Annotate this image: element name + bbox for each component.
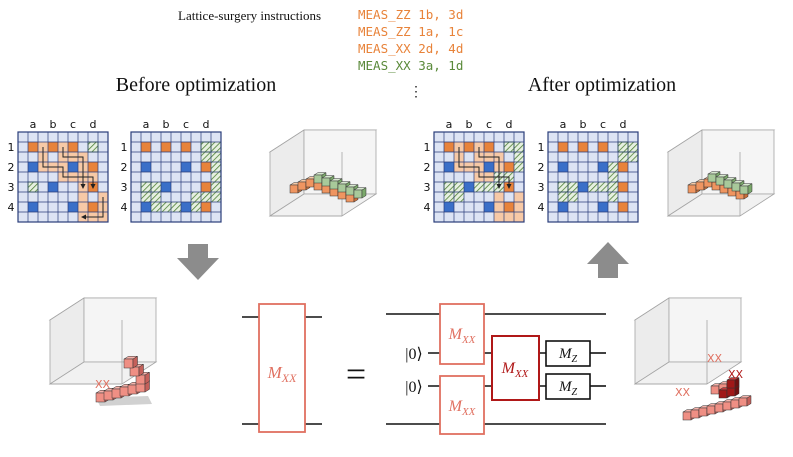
- 3d-box-before: [268, 129, 378, 217]
- down-arrow-icon: [177, 244, 219, 280]
- mz-measure-1: [545, 340, 591, 367]
- grid-row-label: 1: [8, 141, 15, 154]
- mz-label-2: MZ: [558, 379, 578, 398]
- instruction-line: MEAS_ZZ 1b, 3d: [358, 7, 463, 22]
- grid-row-label: 3: [121, 181, 128, 194]
- circuit-rhs: |0⟩ |0⟩ MXX MXX MXX MZ MZ: [386, 303, 606, 435]
- cube-label-xx: XX: [95, 378, 111, 391]
- grid-col-label: a: [30, 118, 37, 131]
- grid-row-label: 1: [424, 141, 431, 154]
- instruction-line: MEAS_XX 2d, 4d: [358, 41, 463, 56]
- grid-row-label: 2: [121, 161, 128, 174]
- grid-col-label: d: [90, 118, 97, 131]
- grid-col-label: a: [446, 118, 453, 131]
- before-title: Before optimization: [116, 74, 277, 96]
- grid-col-label: c: [183, 118, 189, 131]
- cube-label-xx: XX: [707, 352, 723, 365]
- equals-sign: =: [346, 354, 366, 394]
- grid-col-label: b: [163, 118, 170, 131]
- grid-col-label: a: [560, 118, 567, 131]
- mxx-label-middle: MXX: [501, 360, 530, 380]
- up-arrow-icon: [587, 242, 629, 278]
- grid-row-label: 3: [424, 181, 431, 194]
- instruction-line: MEAS_XX 3a, 1d: [358, 58, 463, 73]
- grid-col-label: d: [506, 118, 513, 131]
- ket-zero-2: |0⟩: [405, 379, 422, 396]
- instruction-list: MEAS_ZZ 1b, 3d MEAS_ZZ 1a, 1c MEAS_XX 2d, …: [358, 7, 463, 73]
- instructions-label: Lattice-surgery instructions: [178, 8, 321, 23]
- grid-row-label: 2: [538, 161, 545, 174]
- grid-col-label: d: [620, 118, 627, 131]
- grid-row-label: 4: [121, 201, 128, 214]
- mxx-label-bottom: MXX: [448, 398, 477, 418]
- ellipsis: ⋮: [409, 85, 423, 100]
- grid-row-label: 3: [8, 181, 15, 194]
- grid-row-label: 4: [8, 201, 15, 214]
- grid-col-label: a: [143, 118, 150, 131]
- instruction-line: MEAS_ZZ 1a, 1c: [358, 24, 463, 39]
- circuit-lhs: MXX: [242, 303, 322, 433]
- cube-label-xx: XX: [675, 386, 691, 399]
- grid-row-label: 1: [538, 141, 545, 154]
- mxx-gate-bottom: [439, 375, 485, 435]
- grid-row-label: 4: [424, 201, 431, 214]
- grid-row-label: 2: [424, 161, 431, 174]
- grid-col-label: c: [70, 118, 76, 131]
- grid-row-label: 3: [538, 181, 545, 194]
- grid-col-label: b: [580, 118, 587, 131]
- 3d-box-after: [666, 129, 776, 217]
- 3d-box-decomposed: XX XX XX: [633, 297, 752, 421]
- grid-row-label: 2: [8, 161, 15, 174]
- after-title: After optimization: [528, 74, 676, 96]
- mxx-label-top: MXX: [448, 326, 477, 346]
- grid-col-label: b: [466, 118, 473, 131]
- mz-label-1: MZ: [558, 346, 578, 365]
- mxx-gate-top: [439, 303, 485, 365]
- mz-measure-2: [545, 373, 591, 400]
- grid-col-label: b: [50, 118, 57, 131]
- cube-label-xx: XX: [728, 368, 744, 381]
- grid-row-label: 4: [538, 201, 545, 214]
- grid-row-label: 1: [121, 141, 128, 154]
- mxx-gate-lhs: [258, 303, 306, 433]
- mxx-gate-middle: [491, 335, 540, 401]
- grid-col-label: c: [486, 118, 492, 131]
- grid-col-label: d: [203, 118, 210, 131]
- grid-col-label: c: [600, 118, 606, 131]
- ket-zero-1: |0⟩: [405, 346, 422, 363]
- 3d-box-single-gate: XX: [48, 297, 158, 406]
- mxx-label-lhs: MXX: [267, 363, 298, 385]
